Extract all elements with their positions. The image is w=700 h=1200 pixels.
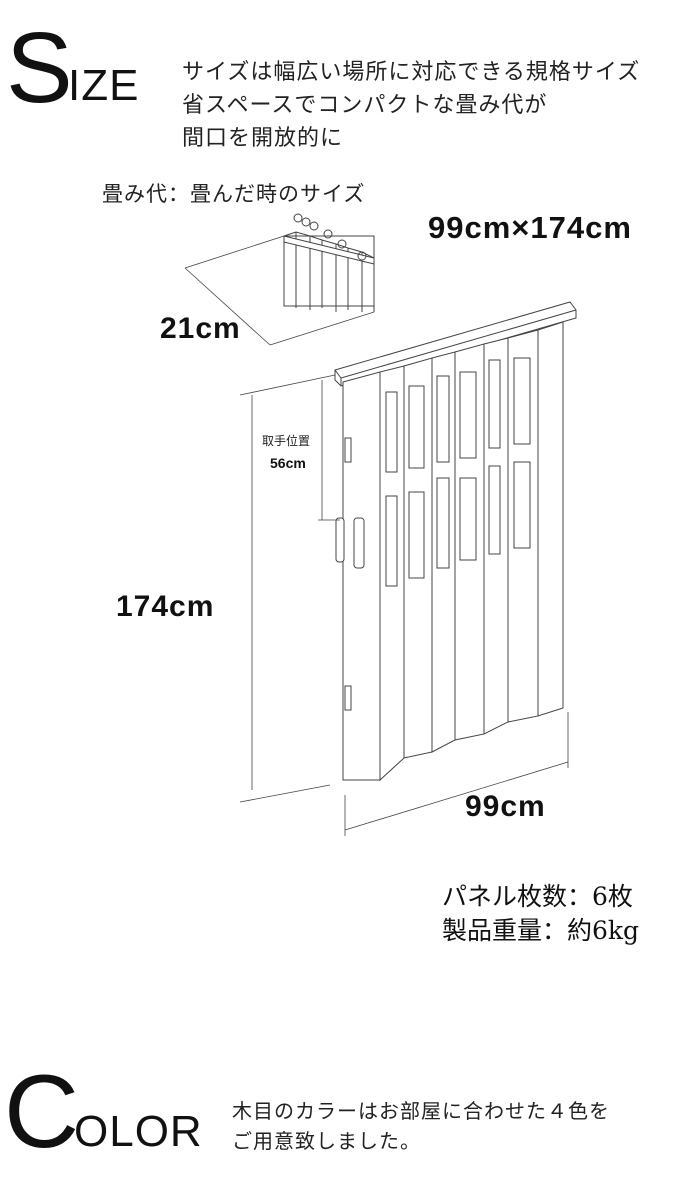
size-total-label: 99cm×174cm (428, 210, 632, 245)
intro-line: サイズは幅広い場所に対応できる規格サイズ (182, 60, 641, 85)
color-text-line: ご用意致しました。 (232, 1129, 421, 1153)
handle-height-label: 56cm (270, 455, 306, 471)
top-rail (334, 301, 577, 387)
product-weight: 製品重量：約6kg (442, 916, 640, 945)
color-heading-rest: OLOR (74, 1107, 203, 1156)
dimension-lines (239, 374, 569, 836)
size-heading-initial: S (6, 12, 73, 124)
folded-door-drawing (184, 213, 375, 346)
height-label: 174cm (116, 590, 215, 623)
door-handle (335, 437, 365, 711)
panel-count: パネル枚数：6枚 (442, 882, 633, 911)
door-panels (342, 321, 564, 782)
fold-caption: 畳み代：畳んだ時のサイズ (102, 182, 366, 206)
color-text-line: 木目のカラーはお部屋に合わせた４色を (232, 1099, 610, 1123)
intro-line: 省スペースでコンパクトな畳み代が (182, 93, 548, 118)
width-label: 99cm (465, 790, 546, 823)
product-specs: パネル枚数：6枚 製品重量：約6kg (442, 880, 639, 948)
size-intro: サイズは幅広い場所に対応できる規格サイズ 省スペースでコンパクトな畳み代が 間口… (182, 56, 697, 155)
color-text: 木目のカラーはお部屋に合わせた４色を ご用意致しました。 (232, 1096, 610, 1156)
fold-width-label: 21cm (160, 312, 241, 345)
handle-position-label: 取手位置 (262, 434, 311, 448)
intro-line: 間口を開放的に (182, 126, 344, 151)
color-heading-initial: C (4, 1054, 80, 1170)
size-heading-rest: IZE (68, 61, 140, 110)
